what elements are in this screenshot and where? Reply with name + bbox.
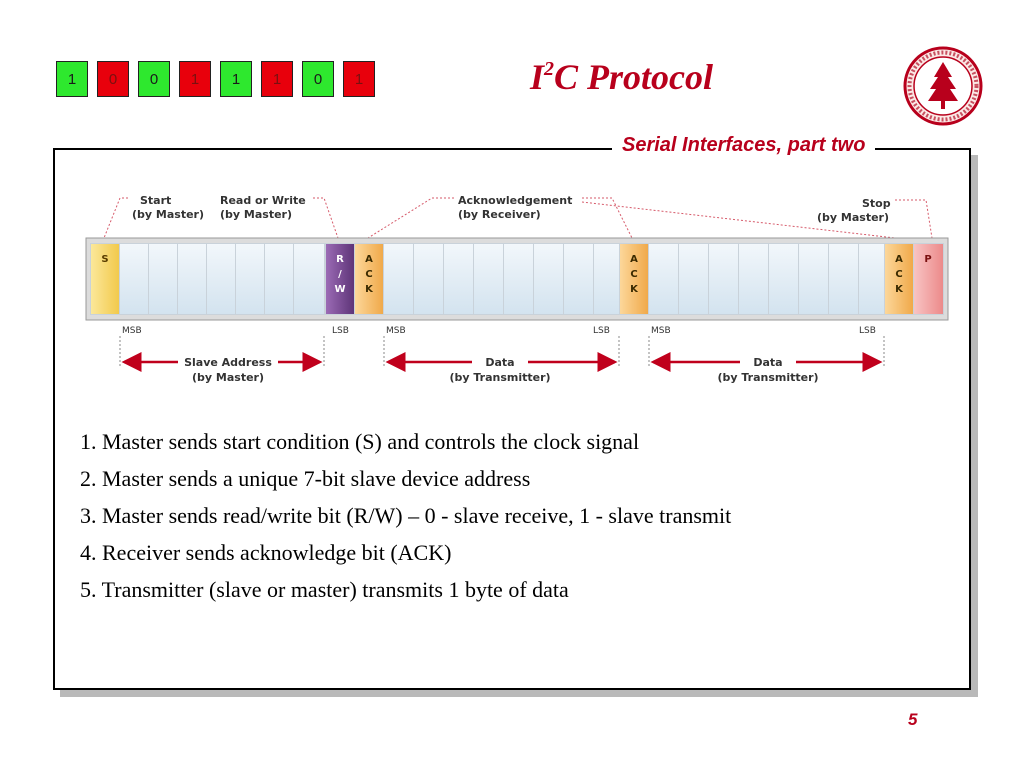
title-rest: C Protocol <box>554 57 714 97</box>
bit-cell: 0 <box>138 61 170 97</box>
label-read-write: Read or Write <box>220 194 306 207</box>
ack3-letter-c: C <box>895 269 902 280</box>
bit-cell: 0 <box>302 61 334 97</box>
data-bit-cells-1 <box>384 244 619 314</box>
slide-title: I2C Protocol <box>530 56 713 98</box>
msb-label: MSB <box>651 326 671 336</box>
lsb-label: LSB <box>332 326 349 336</box>
span-slave-address-by: (by Master) <box>192 371 264 384</box>
address-bit-cells <box>120 244 324 314</box>
stop-cell <box>914 244 943 314</box>
list-item: 1. Master sends start condition (S) and … <box>80 429 640 454</box>
label-acknowledgement: Acknowledgement <box>458 194 572 207</box>
label-acknowledgement-by: (by Receiver) <box>458 208 541 221</box>
rw-letter-r: R <box>336 254 344 265</box>
list-item: 2. Master sends a unique 7-bit slave dev… <box>80 466 531 491</box>
bit-cell: 1 <box>343 61 375 97</box>
span-data-by: (by Transmitter) <box>449 371 550 384</box>
list-item: 4. Receiver sends acknowledge bit (ACK) <box>80 540 452 565</box>
label-read-write-by: (by Master) <box>220 208 292 221</box>
pointer-lines <box>103 197 933 239</box>
msb-label: MSB <box>122 326 142 336</box>
bit-cell: 0 <box>97 61 129 97</box>
start-cell <box>91 244 119 314</box>
i2c-frame-diagram: Start (by Master) Read or Write (by Mast… <box>85 194 949 384</box>
title-main: I <box>530 57 545 97</box>
ack2-letter-k: K <box>630 284 639 295</box>
lsb-label: LSB <box>859 326 876 336</box>
bit-cell: 1 <box>179 61 211 97</box>
slide-subtitle: Serial Interfaces, part two <box>612 134 876 157</box>
start-letter: S <box>101 254 108 265</box>
rw-letter-w: W <box>334 284 345 295</box>
list-item: 3. Master sends read/write bit (R/W) – 0… <box>80 503 732 528</box>
ack-cell <box>885 244 913 314</box>
page-number: 5 <box>908 710 918 729</box>
ack1-letter-c: C <box>365 269 372 280</box>
bit-cell: 1 <box>56 61 88 97</box>
label-stop-by: (by Master) <box>817 211 889 224</box>
lsb-label: LSB <box>593 326 610 336</box>
title-superscript: 2 <box>544 58 555 80</box>
ack3-letter-k: K <box>895 284 904 295</box>
bit-cell: 1 <box>261 61 293 97</box>
label-start: Start <box>140 194 171 207</box>
ack-cell <box>620 244 648 314</box>
bit-cell: 1 <box>220 61 252 97</box>
list-item: 5. Transmitter (slave or master) transmi… <box>80 577 569 602</box>
msb-label: MSB <box>386 326 406 336</box>
ack-cell <box>355 244 383 314</box>
span-data: Data <box>753 356 782 369</box>
ack3-letter-a: A <box>895 254 903 265</box>
label-start-by: (by Master) <box>132 208 204 221</box>
span-data: Data <box>485 356 514 369</box>
rw-letter-slash: / <box>338 269 342 280</box>
data-bit-cells-2 <box>649 244 884 314</box>
university-seal-logo <box>903 46 983 126</box>
protocol-steps-list: 1. Master sends start condition (S) and … <box>80 428 731 613</box>
ack2-letter-c: C <box>630 269 637 280</box>
stop-letter: P <box>924 254 931 265</box>
label-stop: Stop <box>862 197 891 210</box>
span-data-by: (by Transmitter) <box>717 371 818 384</box>
ack1-letter-a: A <box>365 254 373 265</box>
ack1-letter-k: K <box>365 284 374 295</box>
ack2-letter-a: A <box>630 254 638 265</box>
read-write-cell <box>326 244 354 314</box>
span-slave-address: Slave Address <box>184 356 272 369</box>
